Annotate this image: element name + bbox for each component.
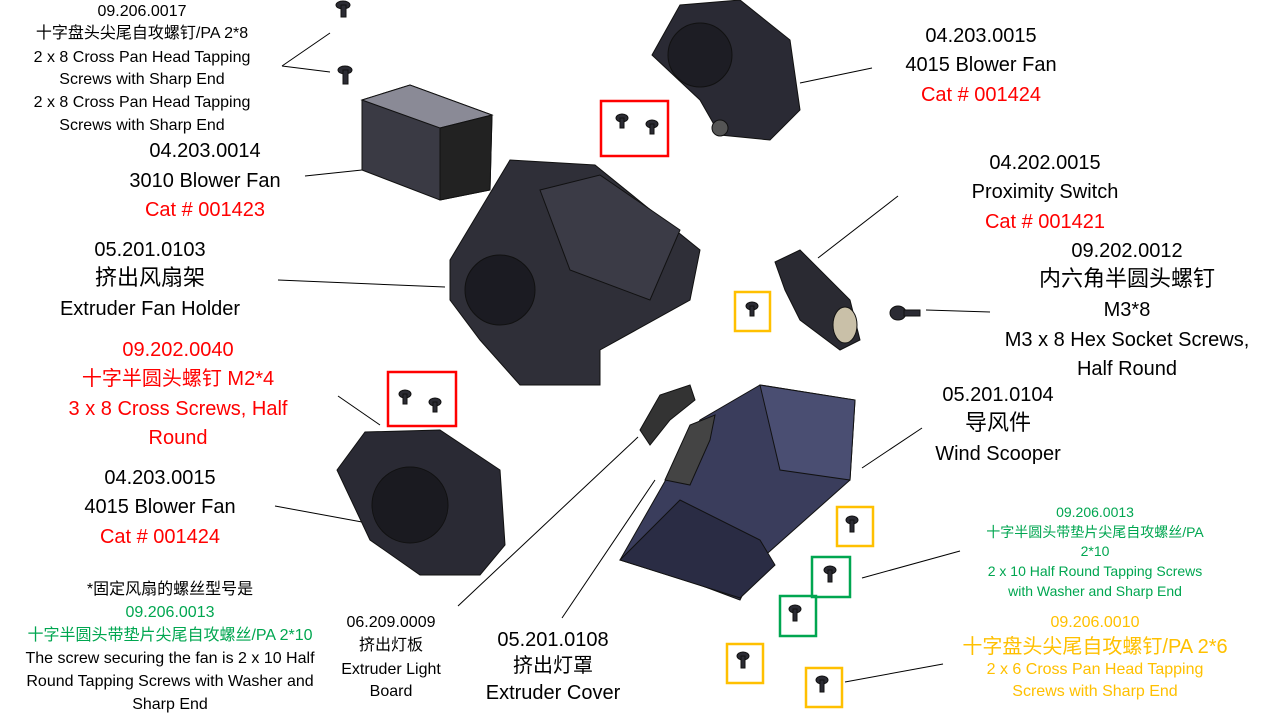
part-desc: 2 x 10 Half Round Tapping Screws — [987, 563, 1203, 579]
part-code: 06.209.0009 — [346, 614, 436, 631]
part-name-cn: 十字半圆头带垫片尖尾自攻螺丝/PA 2*10 — [27, 627, 313, 644]
part-desc: with Washer and Sharp End — [1008, 583, 1182, 599]
wind-scooper — [619, 384, 856, 601]
part-name: 4015 Blower Fan — [84, 496, 236, 518]
screw-icon — [645, 119, 659, 135]
part-code: 04.203.0015 — [104, 467, 216, 489]
part-name: 4015 Blower Fan — [905, 54, 1057, 76]
part-desc: Round Tapping Screws with Washer and — [26, 673, 314, 690]
extruder-fan-holder — [449, 159, 701, 386]
part-name-cn: 导风件 — [964, 410, 1032, 435]
screw-icon — [815, 675, 829, 693]
screw-icon — [428, 397, 442, 413]
part-desc: 2 x 8 Cross Pan Head Tapping — [33, 94, 251, 111]
parts — [335, 0, 921, 693]
part-size: M3*8 — [1103, 299, 1151, 321]
part-code: 04.202.0015 — [989, 152, 1101, 174]
catalog-number: Cat # 001424 — [920, 84, 1042, 106]
part-name-cn: 十字半圆头带垫片尖尾自攻螺丝/PA — [986, 524, 1204, 540]
part-code: 09.206.0010 — [1050, 614, 1140, 631]
light-board — [639, 384, 696, 446]
part-name: Extruder Light — [341, 661, 441, 678]
part-desc: Round — [148, 427, 208, 449]
catalog-number: Cat # 001421 — [984, 211, 1106, 233]
fan-screw-note: *固定风扇的螺丝型号是 — [86, 581, 254, 598]
part-desc: Screws with Sharp End — [59, 71, 225, 88]
part-name-cn: 十字盘头尖尾自攻螺钉/PA 2*6 — [962, 636, 1228, 658]
catalog-number: Cat # 001423 — [144, 199, 266, 221]
part-code: 05.201.0104 — [942, 384, 1054, 406]
part-desc: Screws with Sharp End — [1012, 683, 1178, 700]
part-desc: 2 x 8 Cross Pan Head Tapping — [33, 49, 251, 66]
part-code: 09.206.0013 — [1056, 504, 1134, 520]
part-desc: 3 x 8 Cross Screws, Half — [68, 398, 288, 420]
part-code: 09.206.0013 — [125, 604, 215, 621]
part-code: 05.201.0108 — [497, 629, 609, 651]
light-cover — [664, 414, 716, 486]
fan-4015-right — [651, 0, 801, 141]
screw-icon — [736, 651, 750, 669]
part-code: 04.203.0015 — [925, 25, 1037, 47]
screw-icon — [398, 389, 412, 405]
part-desc: Half Round — [1076, 358, 1178, 380]
screw-icon — [788, 604, 802, 622]
part-code: 05.201.0103 — [94, 239, 206, 261]
part-name: Board — [369, 683, 413, 700]
leader-lines — [274, 32, 991, 683]
screw-icon — [337, 65, 353, 85]
screw-icon — [615, 113, 629, 129]
screw-icon — [745, 301, 759, 317]
part-name: Extruder Fan Holder — [59, 298, 241, 320]
screw-icon — [823, 565, 837, 583]
part-desc: 2 x 6 Cross Pan Head Tapping — [986, 661, 1204, 678]
part-desc: Screws with Sharp End — [59, 117, 225, 134]
part-size: 2*10 — [1080, 543, 1110, 559]
part-name: Wind Scooper — [935, 443, 1061, 465]
fan-3010 — [360, 84, 494, 201]
part-name-cn: 挤出风扇架 — [94, 265, 206, 290]
part-name: Extruder Cover — [485, 682, 621, 704]
highlight-boxes — [386, 99, 875, 709]
part-name-cn: 挤出灯板 — [358, 637, 424, 654]
part-code: 09.202.0012 — [1071, 240, 1183, 262]
part-code: 09.202.0040 — [122, 339, 234, 361]
catalog-number: Cat # 001424 — [99, 526, 221, 548]
part-desc: The screw securing the fan is 2 x 10 Hal… — [25, 650, 315, 667]
proximity-switch — [774, 249, 861, 351]
hex-screw-icon — [889, 305, 921, 321]
part-desc: M3 x 8 Hex Socket Screws, — [1004, 329, 1250, 351]
part-name-cn: 十字半圆头螺钉 M2*4 — [81, 368, 275, 390]
part-name-cn: 十字盘头尖尾自攻螺钉/PA 2*8 — [35, 25, 249, 42]
fan-4015-left — [336, 429, 506, 576]
part-name-cn: 内六角半圆头螺钉 — [1038, 266, 1216, 291]
screw-icon — [335, 0, 351, 18]
part-name: Proximity Switch — [971, 181, 1119, 203]
part-name: 3010 Blower Fan — [129, 170, 281, 192]
screw-icon — [845, 515, 859, 533]
part-desc: Sharp End — [132, 696, 208, 713]
part-code: 04.203.0014 — [149, 140, 261, 162]
part-code: 09.206.0017 — [97, 3, 187, 20]
part-name-cn: 挤出灯罩 — [513, 655, 593, 677]
